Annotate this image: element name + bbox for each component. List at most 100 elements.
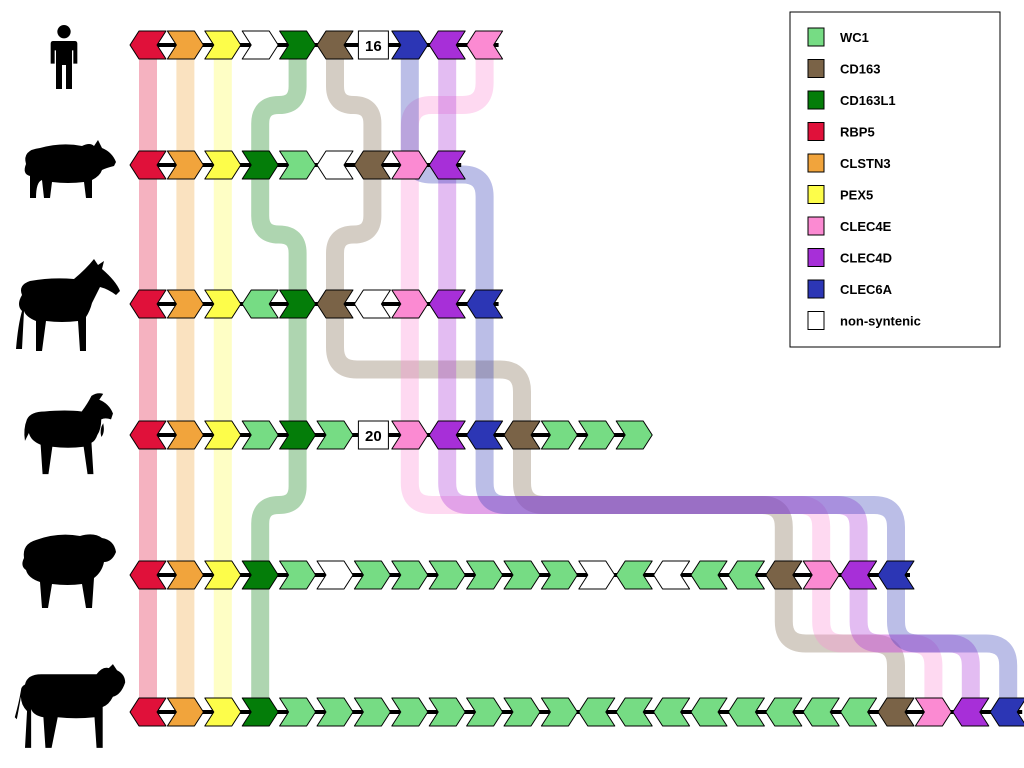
- pig-silhouette-icon: [24, 140, 117, 198]
- gene-arrow-cd163: [877, 697, 915, 727]
- gene-arrow-pex5: [204, 420, 242, 450]
- link-cd163: [326, 45, 905, 712]
- gene-arrow-cd163: [353, 150, 391, 180]
- gene-arrow-clstn3: [166, 697, 204, 727]
- legend-label-clec6a: CLEC6A: [840, 282, 893, 297]
- goat-silhouette-icon: [24, 393, 113, 475]
- gene-arrow-clec4e: [466, 30, 504, 60]
- gene-arrow-clec4e: [391, 150, 429, 180]
- gene-arrow-clec4d: [952, 697, 990, 727]
- track-pig: [129, 150, 466, 180]
- gene-arrow-clec6a: [989, 697, 1024, 727]
- gene-arrow-wc1: [727, 560, 765, 590]
- gene-arrow-wc1: [316, 697, 354, 727]
- species-icons: [14, 25, 126, 748]
- gene-arrow-wc1: [391, 560, 429, 590]
- gene-arrow-clec4d: [428, 150, 466, 180]
- gene-arrow-cd163l1: [241, 697, 279, 727]
- gene-arrow-rbp5: [129, 560, 167, 590]
- legend-swatch-cd163l1: [807, 90, 825, 110]
- gene-arrow-wc1: [353, 697, 391, 727]
- gene-arrow-wc1: [578, 697, 616, 727]
- track-goat: 20: [129, 420, 653, 450]
- gene-arrow-clec4e: [391, 420, 429, 450]
- gene-arrow-wc1: [316, 420, 354, 450]
- gene-arrow-pex5: [204, 289, 242, 319]
- gene-arrow-cd163: [316, 30, 354, 60]
- gene-arrow-clstn3: [166, 289, 204, 319]
- gene-arrow-non: [353, 289, 391, 319]
- collapsed-genes-box: [357, 420, 389, 450]
- link-cd163l1: [251, 45, 307, 712]
- gene-arrow-wc1: [428, 697, 466, 727]
- gene-arrow-wc1: [391, 697, 429, 727]
- legend-swatch-clstn3: [807, 153, 825, 173]
- gene-arrow-cd163: [316, 289, 354, 319]
- gene-arrow-wc1: [765, 697, 803, 727]
- track-human: 16: [129, 30, 504, 60]
- legend-label-wc1: WC1: [840, 30, 869, 45]
- gene-arrow-rbp5: [129, 150, 167, 180]
- gene-arrow-wc1: [615, 697, 653, 727]
- gene-arrow-non: [241, 30, 279, 60]
- human-silhouette-icon: [50, 25, 78, 89]
- gene-arrow-wc1: [690, 560, 728, 590]
- gene-arrow-wc1: [241, 420, 279, 450]
- gene-arrow-clec6a: [391, 30, 429, 60]
- gene-arrow-rbp5: [129, 289, 167, 319]
- legend-swatch-clec6a: [807, 279, 825, 299]
- track-horse: [129, 289, 504, 319]
- gene-arrow-pex5: [204, 30, 242, 60]
- gene-arrow-wc1: [503, 560, 541, 590]
- legend-swatch-wc1: [807, 27, 825, 47]
- gene-arrow-cd163l1: [241, 560, 279, 590]
- legend-swatch-clec4e: [807, 216, 825, 236]
- gene-arrow-wc1: [466, 560, 504, 590]
- gene-arrow-cd163l1: [279, 420, 317, 450]
- gene-arrow-wc1: [279, 697, 317, 727]
- gene-arrow-wc1: [615, 420, 653, 450]
- gene-arrow-wc1: [840, 697, 878, 727]
- gene-arrow-wc1: [690, 697, 728, 727]
- legend: WC1CD163CD163L1RBP5CLSTN3PEX5CLEC4ECLEC4…: [789, 11, 1001, 348]
- gene-arrow-clstn3: [166, 420, 204, 450]
- legend-swatch-rbp5: [807, 122, 825, 141]
- gene-arrow-clec4d: [428, 289, 466, 319]
- gene-arrow-cd163: [765, 560, 803, 590]
- gene-arrow-wc1: [615, 560, 653, 590]
- legend-label-pex5: PEX5: [840, 188, 873, 203]
- gene-arrow-wc1: [503, 697, 541, 727]
- gene-arrow-pex5: [204, 150, 242, 180]
- gene-arrow-pex5: [204, 560, 242, 590]
- gene-arrow-wc1: [428, 560, 466, 590]
- track-sheep: [129, 560, 915, 590]
- gene-arrow-wc1: [540, 420, 578, 450]
- gene-arrow-clec4e: [914, 697, 952, 727]
- gene-arrow-clec6a: [466, 289, 504, 319]
- collapsed-genes-box: [357, 30, 389, 60]
- legend-swatch-cd163: [807, 59, 825, 78]
- legend-label-non: non-syntenic: [840, 314, 921, 329]
- gene-arrow-pex5: [204, 697, 242, 727]
- gene-arrow-rbp5: [129, 697, 167, 727]
- gene-arrow-wc1: [466, 697, 504, 727]
- legend-label-clstn3: CLSTN3: [840, 156, 891, 171]
- gene-arrow-non: [653, 560, 691, 590]
- gene-arrow-non: [316, 560, 354, 590]
- legend-label-clec4d: CLEC4D: [840, 251, 892, 266]
- gene-arrow-wc1: [540, 560, 578, 590]
- gene-arrow-wc1: [241, 289, 279, 319]
- gene-arrow-wc1: [279, 560, 317, 590]
- legend-swatch-clec4d: [807, 248, 825, 267]
- gene-arrow-clec4e: [802, 560, 840, 590]
- gene-arrow-cd163: [503, 420, 541, 450]
- legend-label-cd163l1: CD163L1: [840, 93, 896, 108]
- gene-arrow-clec4e: [391, 289, 429, 319]
- gene-arrow-rbp5: [129, 30, 167, 60]
- gene-arrow-clec4d: [428, 420, 466, 450]
- gene-arrow-clec6a: [877, 560, 915, 590]
- legend-swatch-non: [807, 311, 825, 330]
- collapsed-count-label: 20: [365, 428, 382, 445]
